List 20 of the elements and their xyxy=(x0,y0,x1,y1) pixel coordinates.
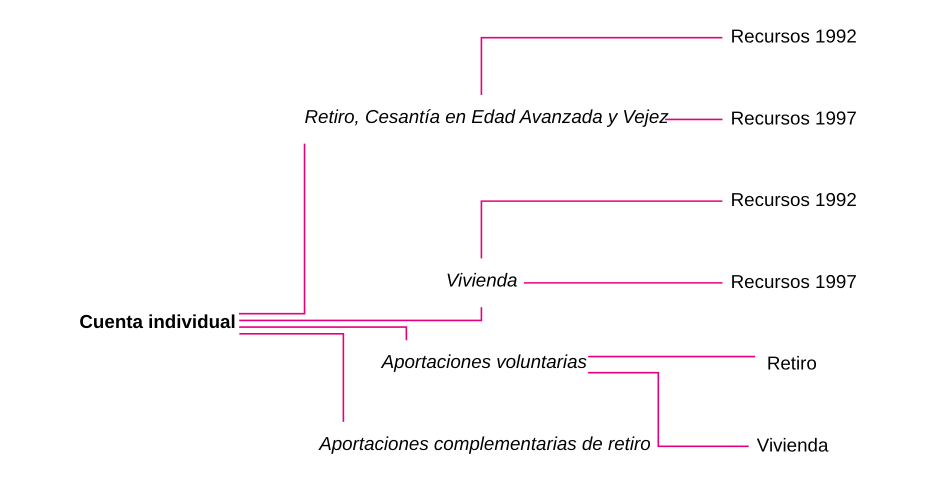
connector xyxy=(665,118,722,120)
node-text: Vivienda xyxy=(446,269,518,290)
node-text: Aportaciones complementarias de retiro xyxy=(319,432,651,454)
connector xyxy=(238,144,306,314)
node-text: Retiro xyxy=(766,352,817,374)
connector xyxy=(239,326,408,340)
node-text: Recursos 1997 xyxy=(730,107,857,128)
node-text: Recursos 1992 xyxy=(730,189,857,210)
node-text: Recursos 1992 xyxy=(730,26,857,47)
node-text: Retiro, Cesantía en Edad Avanzada y Vejez xyxy=(304,106,669,128)
node-text: Aportaciones voluntarias xyxy=(382,351,587,372)
node-text: Cuenta individual xyxy=(79,311,236,332)
connector xyxy=(480,200,722,258)
connector xyxy=(588,372,749,448)
connector xyxy=(480,36,722,95)
connector xyxy=(239,332,344,422)
node-text: Recursos 1997 xyxy=(730,270,857,292)
connector xyxy=(588,356,756,358)
node-text: Vivienda xyxy=(756,434,828,456)
connector xyxy=(524,282,722,284)
